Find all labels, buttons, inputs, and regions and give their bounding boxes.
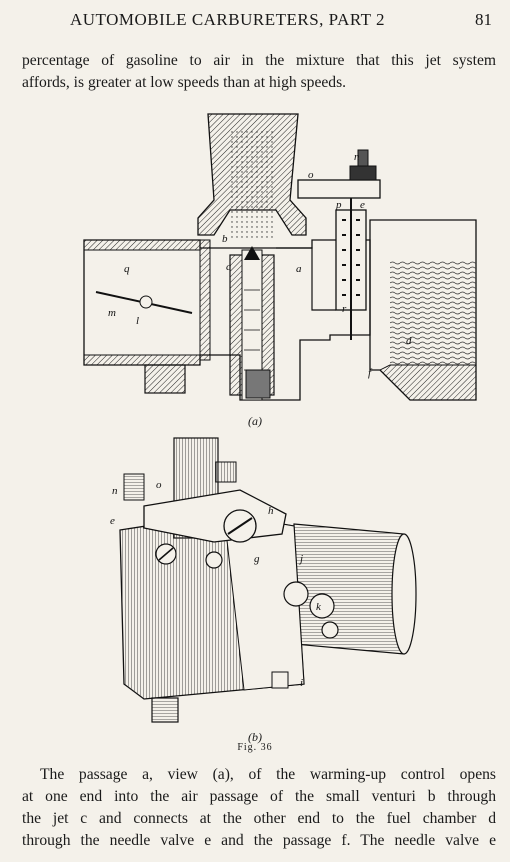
- label-o: o: [156, 479, 162, 491]
- figure-b-caption: (b): [248, 730, 262, 744]
- running-header: AUTOMOBILE CARBURETERS, PART 2 81: [0, 10, 510, 34]
- label-l: l: [136, 315, 139, 327]
- figure-a-sectional-diagram: n o p e b c a q m l r d f: [80, 110, 480, 410]
- label-m: m: [108, 307, 116, 319]
- label-h: h: [268, 505, 274, 517]
- figure-b-svg: n o e h g j k i: [110, 437, 417, 723]
- body-line-3: the jet c and connects at the other end …: [22, 810, 496, 827]
- figure-a-caption: (a): [248, 414, 262, 428]
- body-line-1: The passage a, view (a), of the warming-…: [40, 766, 496, 783]
- body-line-2: at one end into the air passage of the s…: [22, 788, 496, 805]
- label-b: b: [222, 233, 228, 245]
- figure-a-svg: n o p e b c a q m l r d f: [83, 113, 477, 401]
- label-p: p: [335, 199, 342, 211]
- page-number: 81: [475, 10, 492, 29]
- label-f: f: [368, 367, 373, 379]
- label-g: g: [254, 553, 260, 565]
- figure-b-perspective-view: n o e h g j k i: [104, 434, 424, 728]
- running-title: AUTOMOBILE CARBURETERS, PART 2: [70, 10, 385, 29]
- label-o: o: [308, 169, 314, 181]
- label-n: n: [112, 485, 118, 497]
- label-k: k: [316, 601, 322, 613]
- label-d: d: [406, 335, 412, 347]
- intro-paragraph: percentage of gasoline to air in the mix…: [22, 50, 496, 94]
- label-a: a: [296, 263, 302, 275]
- body-paragraph: The passage a, view (a), of the warming-…: [22, 764, 496, 852]
- label-j: j: [298, 553, 303, 565]
- intro-line-2: affords, is greater at low speeds than a…: [22, 74, 347, 91]
- label-r: r: [342, 303, 347, 315]
- figure-number: Fig. 36: [237, 742, 273, 753]
- label-e: e: [110, 515, 115, 527]
- label-c: c: [226, 261, 231, 273]
- intro-line-1: percentage of gasoline to air in the mix…: [22, 52, 496, 69]
- body-line-4: through the needle valve e and the passa…: [22, 832, 496, 849]
- label-q: q: [124, 263, 130, 275]
- label-n: n: [354, 151, 360, 163]
- label-e: e: [360, 199, 365, 211]
- label-i: i: [300, 677, 303, 689]
